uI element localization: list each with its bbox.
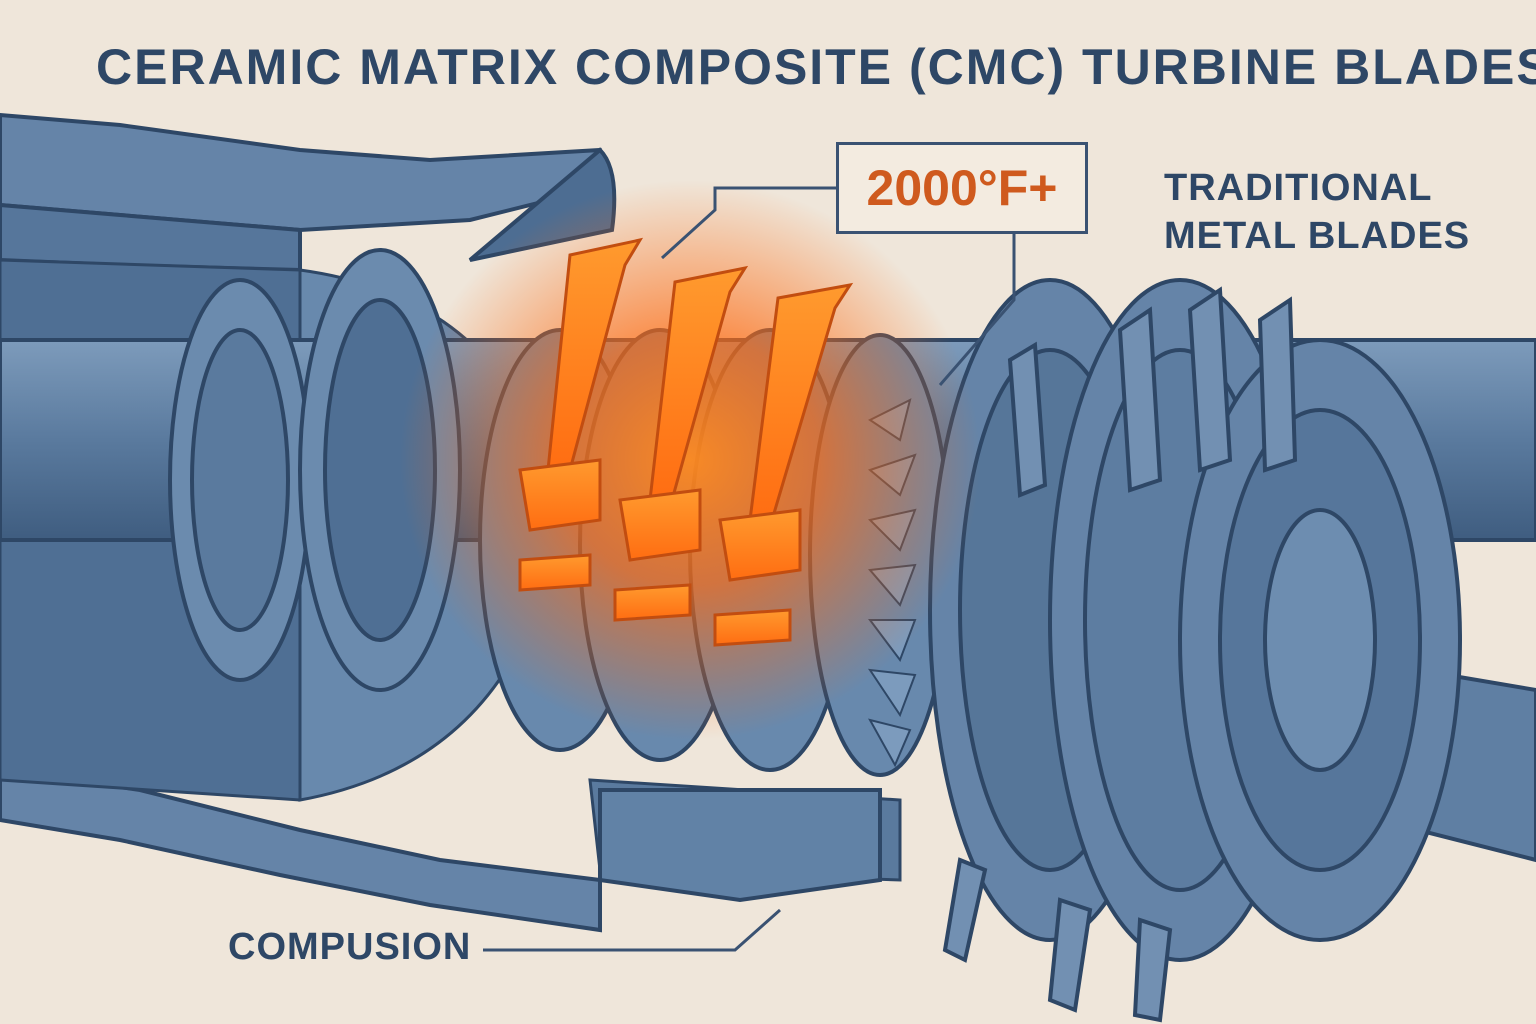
temperature-label: 2000°F+ [866, 160, 1058, 216]
combustion-leader-line [483, 908, 781, 952]
combustion-label: COMPUSION [228, 926, 472, 968]
metal-blades-label: TRADITIONAL METAL BLADES [1164, 167, 1471, 257]
flange-disc-left [168, 248, 462, 692]
engine-casing [0, 112, 617, 933]
combustion-chamber [598, 788, 882, 903]
temperature-leader-lines [660, 186, 1016, 386]
diagram-title: CERAMIC MATRIX COMPOSITE (CMC) TURBINE B… [96, 39, 1536, 95]
temperature-callout: 2000°F+ [836, 142, 1088, 234]
cmc-blades [518, 237, 854, 647]
heat-glow [400, 180, 980, 740]
traditional-metal-blades [942, 286, 1298, 1023]
